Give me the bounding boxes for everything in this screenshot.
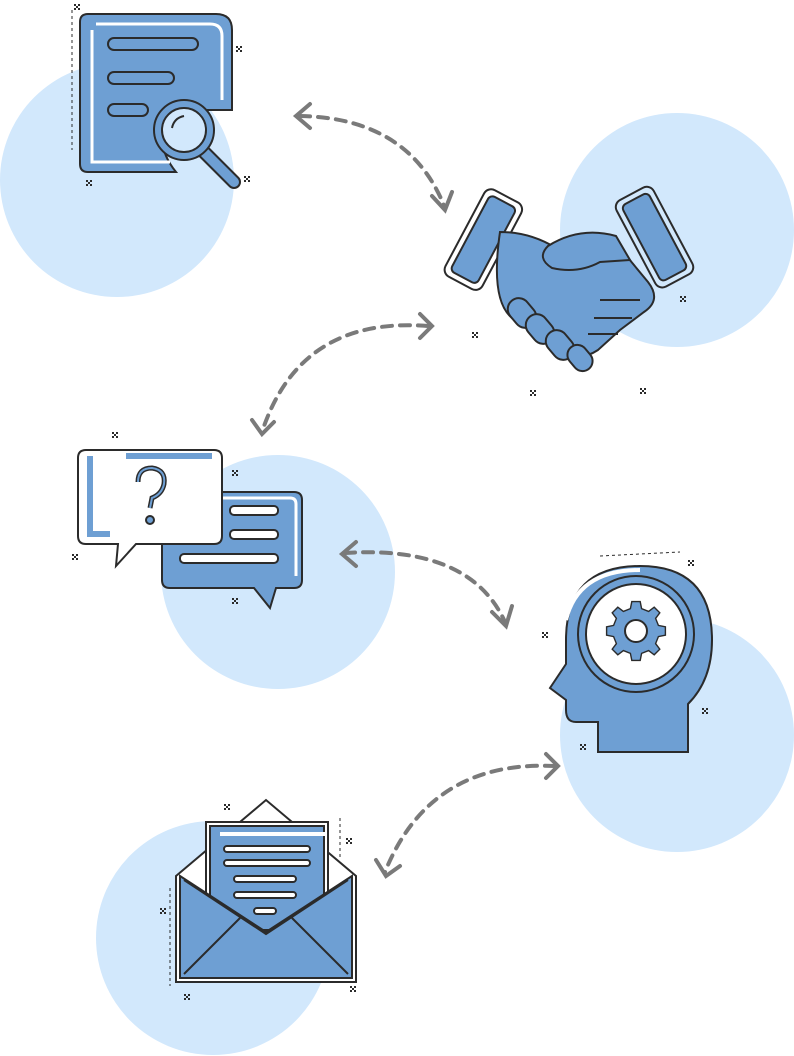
arrow-handshake-chat bbox=[250, 312, 435, 438]
chat-question-icon bbox=[77, 449, 303, 611]
connector-arrows bbox=[250, 102, 561, 879]
arrow-document-handshake bbox=[292, 102, 454, 214]
sparkle-decorations bbox=[72, 4, 708, 1000]
arrow-head-envelope bbox=[374, 752, 561, 879]
open-envelope-icon bbox=[169, 798, 357, 986]
head-gear-icon bbox=[548, 551, 714, 753]
document-search-icon bbox=[71, 10, 241, 189]
handshake-icon bbox=[443, 185, 695, 373]
arrow-chat-head bbox=[338, 540, 514, 630]
